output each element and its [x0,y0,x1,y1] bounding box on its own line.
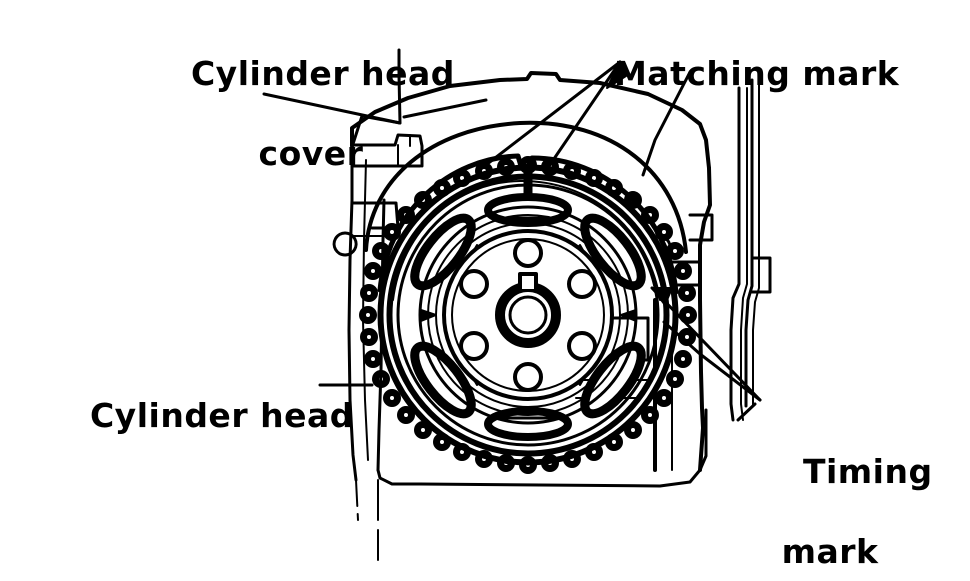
sprocket-bolt-holes [459,238,597,392]
right-vertical-rails [729,78,772,422]
sprocket-bottom-oval [484,407,572,441]
label-timing-mark-line2: mark [781,532,879,571]
label-cylinder-head-cover-line2: cover [258,134,364,173]
label-cylinder-head: Cylinder head [42,356,354,476]
label-cylinder-head-cover: Cylinder head cover [143,14,454,214]
label-cylinder-head-text: Cylinder head [89,396,354,435]
sprocket-center-bore [495,272,561,348]
label-timing-mark-line1: Timing [802,452,933,491]
leader-cylinder-head-cover [262,48,488,149]
leader-timing-mark [650,286,762,422]
leader-matching-mark [480,60,692,177]
label-cylinder-head-cover-line1: Cylinder head [190,54,455,93]
label-matching-mark-text: Matching mark [613,54,900,93]
label-timing-mark: Timing mark [755,412,955,581]
camshaft-sprocket [359,156,697,474]
label-matching-mark: Matching mark [566,14,899,134]
